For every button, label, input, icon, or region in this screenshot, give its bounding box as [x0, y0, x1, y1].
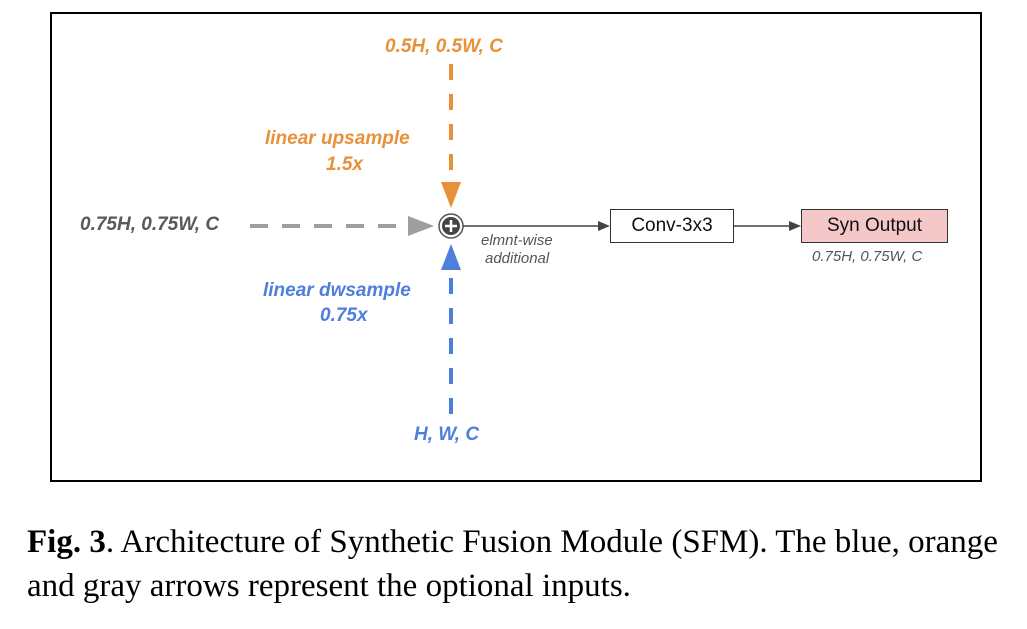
conv-to-output-arrow [734, 221, 801, 231]
gray-input-arrow [250, 216, 434, 236]
upsample-label: linear upsample [265, 128, 410, 149]
blue-dwsample-arrow [441, 244, 461, 414]
upsample-factor-label: 1.5x [326, 154, 363, 175]
bottom-input-label: H, W, C [414, 424, 480, 445]
orange-upsample-arrow [441, 64, 461, 208]
diagram-frame [50, 12, 982, 482]
additional-label: additional [485, 250, 550, 267]
elementwise-add-icon [438, 213, 464, 239]
top-input-label: 0.5H, 0.5W, C [385, 36, 503, 57]
left-input-label: 0.75H, 0.75W, C [80, 214, 220, 235]
dwsample-label: linear dwsample [263, 280, 411, 301]
caption-text: . Architecture of Synthetic Fusion Modul… [27, 524, 998, 604]
conv-box: Conv-3x3 [610, 209, 734, 243]
add-to-conv-arrow [463, 221, 610, 231]
elementwise-label: elmnt-wise [481, 232, 553, 249]
diagram-arrows [250, 64, 801, 414]
output-size-label: 0.75H, 0.75W, C [812, 248, 923, 265]
figure-label: Fig. 3 [27, 524, 106, 560]
output-box: Syn Output [801, 209, 948, 243]
figure-caption: Fig. 3. Architecture of Synthetic Fusion… [27, 520, 1012, 608]
dwsample-factor-label: 0.75x [320, 305, 368, 326]
